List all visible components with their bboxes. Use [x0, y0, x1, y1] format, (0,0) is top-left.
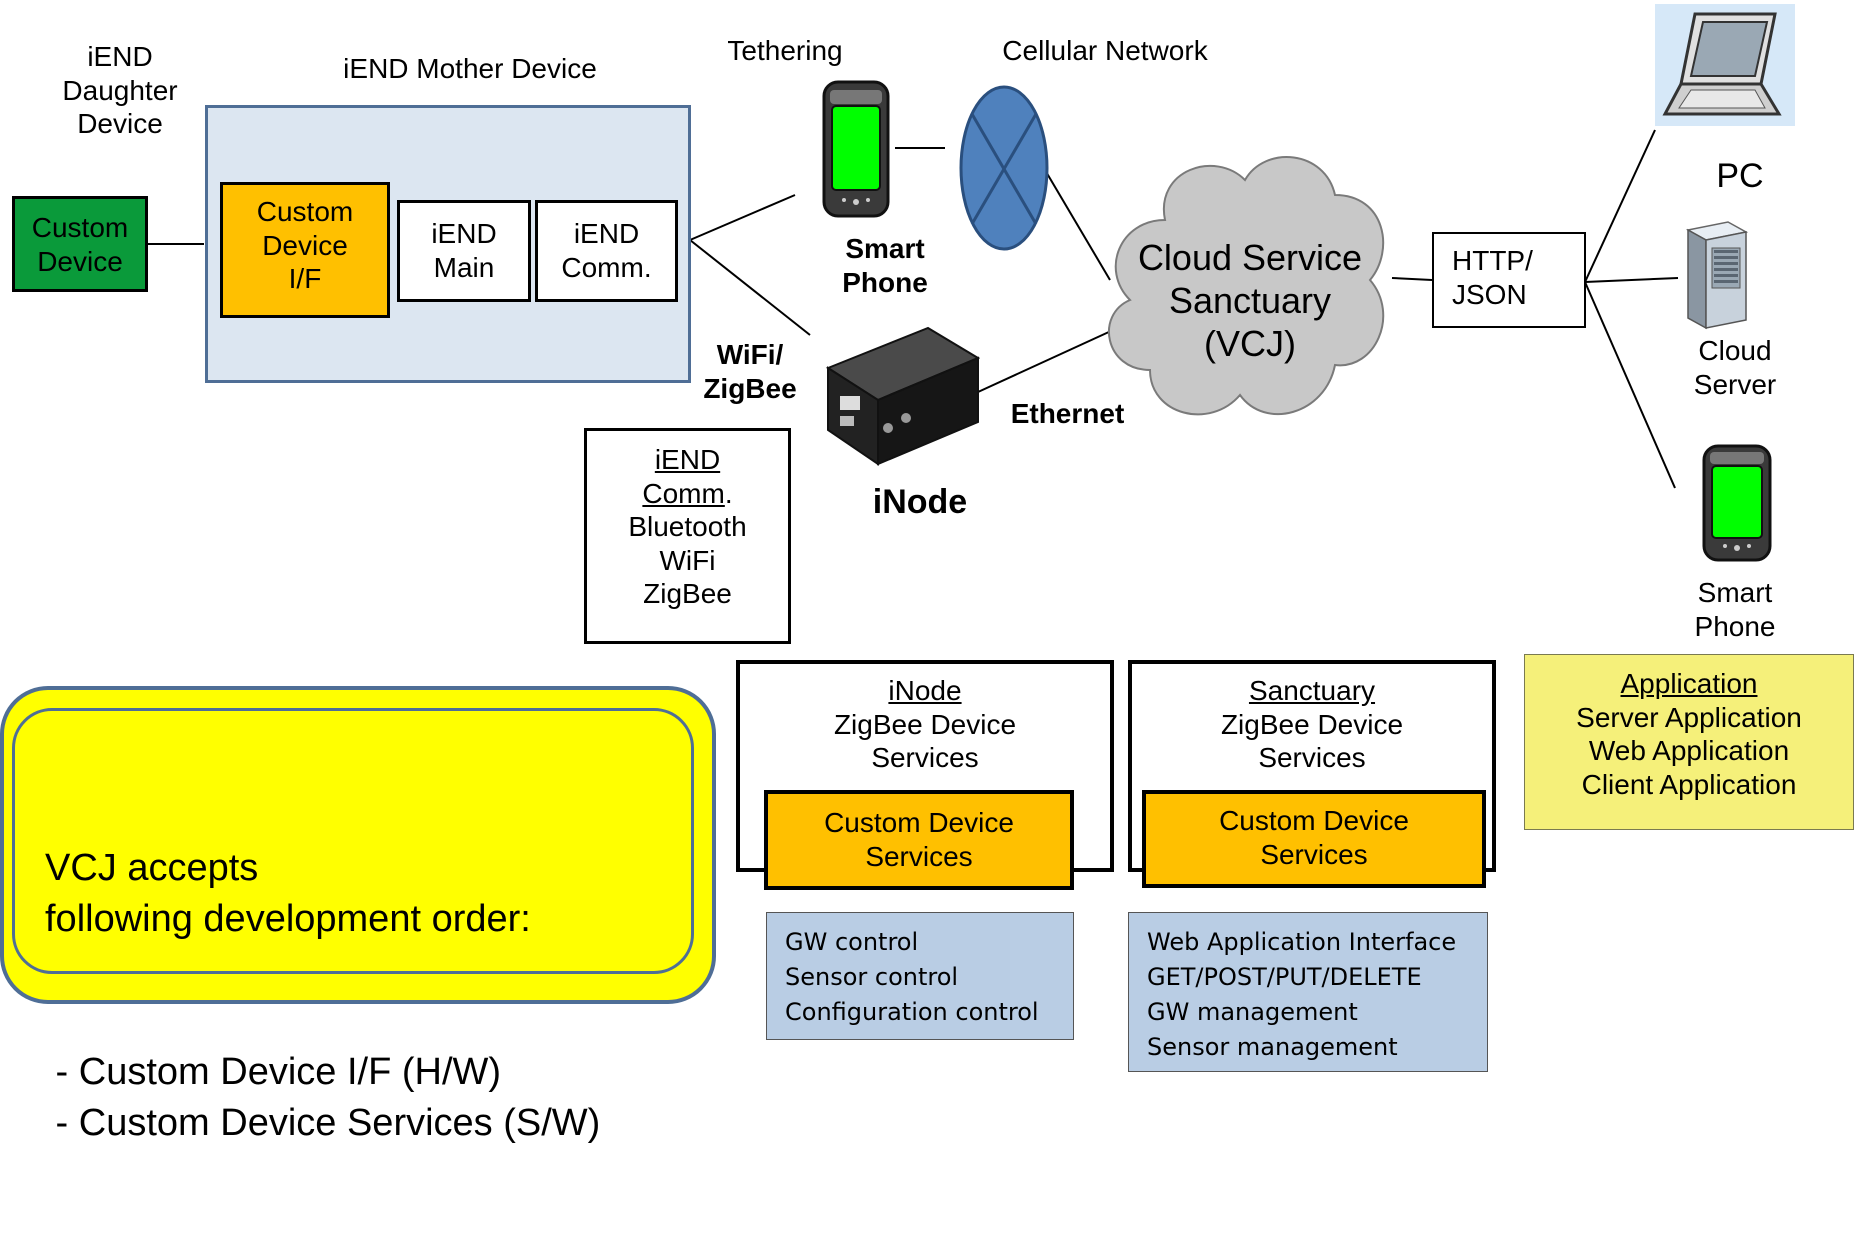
ethernet-label: Ethernet	[1010, 398, 1125, 429]
inode-device-icon	[825, 326, 980, 466]
mother-device-label: iEND Mother Device	[343, 53, 597, 84]
connection-lines	[148, 129, 1679, 489]
smartphone-icon	[822, 80, 890, 218]
wifi-zigbee-label: WiFi/ZigBee	[703, 339, 797, 404]
http-json-box: HTTP/JSON	[1432, 232, 1586, 328]
inode-label: iNode	[872, 483, 968, 521]
pc-label: PC	[1716, 157, 1764, 195]
smartphone-right-icon	[1702, 444, 1772, 562]
cloud-icon	[1107, 156, 1385, 416]
cloud-server-icon	[1685, 221, 1748, 330]
cellular-network-icon	[959, 85, 1049, 251]
cellular-network-label: Cellular Network	[1002, 35, 1208, 66]
laptop-icon	[1655, 4, 1795, 126]
application-box: Application Server Application Web Appli…	[1524, 654, 1854, 830]
iend-comm-protocols-box: iEND Comm. Bluetooth WiFi ZigBee	[584, 428, 791, 644]
tethering-label: Tethering	[727, 35, 843, 66]
